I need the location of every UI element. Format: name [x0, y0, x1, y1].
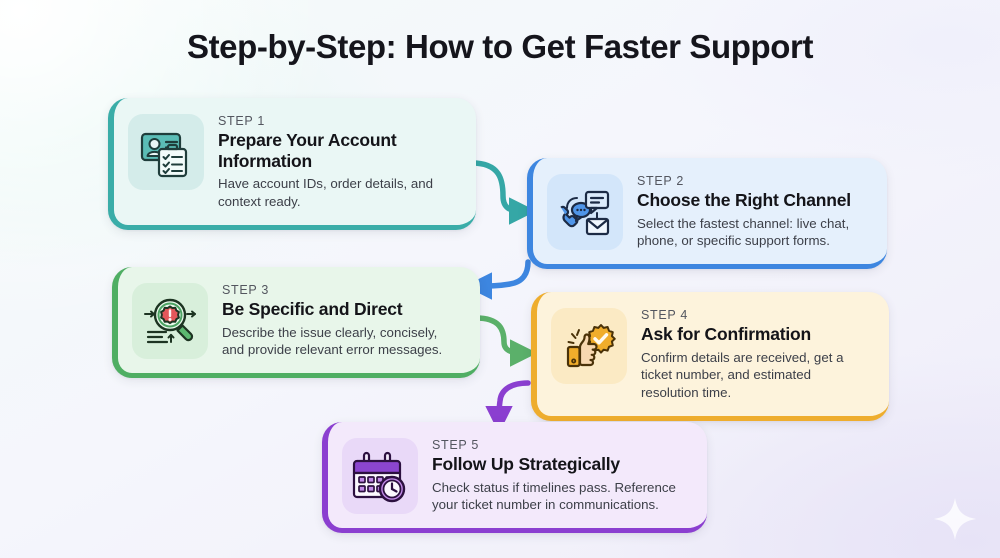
step-title: Prepare Your Account Information: [218, 130, 397, 171]
step-description: Confirm details are received, get a tick…: [641, 349, 844, 400]
step-card-body: STEP 2 Choose the Right Channel Select t…: [637, 172, 869, 250]
calendar-clock-icon: [342, 438, 418, 514]
step-card-body: STEP 5 Follow Up Strategically Check sta…: [432, 436, 689, 514]
step-card-body: STEP 1 Prepare Your Account Information …: [218, 112, 458, 211]
connector-step2-step3: [464, 259, 531, 300]
thumbs-up-verified-icon: [551, 308, 627, 384]
step-label: STEP 3: [222, 283, 270, 297]
step-card-2[interactable]: STEP 2 Choose the Right Channel Select t…: [527, 158, 887, 269]
phone-chat-mail-icon: [547, 174, 623, 250]
step-description: Check status if timelines pass. Referenc…: [432, 479, 676, 513]
step-description: Select the fastest channel: live chat, p…: [637, 215, 850, 249]
step-title: Choose the Right Channel: [637, 190, 851, 210]
sparkle-star-icon: [933, 497, 977, 541]
step-label: STEP 1: [218, 114, 266, 128]
step-description: Have account IDs, order details, and con…: [218, 176, 434, 209]
step-card-4[interactable]: STEP 4 Ask for Confirmation Confirm deta…: [531, 292, 889, 421]
step-card-3[interactable]: STEP 3 Be Specific and Direct Describe t…: [112, 267, 480, 378]
id-card-clipboard-icon: [128, 114, 204, 190]
step-label: STEP 2: [637, 174, 685, 188]
step-card-1[interactable]: STEP 1 Prepare Your Account Information …: [108, 98, 476, 230]
step-card-5[interactable]: STEP 5 Follow Up Strategically Check sta…: [322, 422, 707, 533]
step-card-body: STEP 4 Ask for Confirmation Confirm deta…: [641, 306, 871, 402]
step-title: Follow Up Strategically: [432, 454, 620, 474]
page-title: Step-by-Step: How to Get Faster Support: [186, 28, 814, 65]
step-description: Describe the issue clearly, concisely, a…: [222, 324, 443, 358]
step-label: STEP 4: [641, 308, 689, 322]
connector-step4-step5: [485, 380, 531, 434]
connector-step1-step2: [469, 160, 537, 225]
magnifier-error-icon: [132, 283, 208, 359]
step-title: Be Specific and Direct: [222, 299, 403, 319]
connector-step3-step4: [473, 315, 538, 367]
step-card-body: STEP 3 Be Specific and Direct Describe t…: [222, 281, 462, 359]
step-label: STEP 5: [432, 438, 480, 452]
step-title: Ask for Confirmation: [641, 324, 812, 344]
